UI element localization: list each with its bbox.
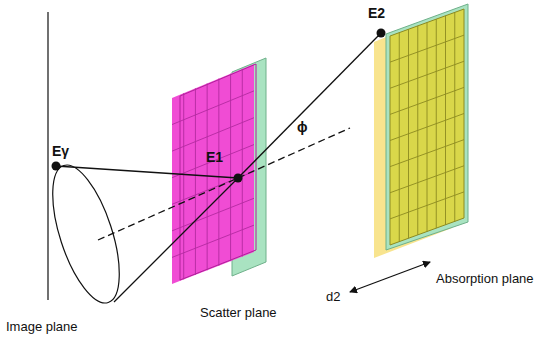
distance-label: d2 xyxy=(326,290,340,304)
grid-line xyxy=(230,74,231,261)
grid-line xyxy=(242,69,243,257)
energy-label: E2 xyxy=(368,6,385,21)
scattered-ray xyxy=(238,33,381,178)
grid-line xyxy=(454,12,455,221)
grid-line xyxy=(390,114,464,141)
scatter-detector xyxy=(172,58,266,284)
image-plane-line xyxy=(47,12,48,300)
energy-label: Eγ xyxy=(52,144,69,159)
grid-line xyxy=(172,91,254,125)
cone-edge xyxy=(114,178,238,302)
absorber-face xyxy=(390,9,464,245)
cone-axis-extension xyxy=(238,128,350,178)
pixel-grid xyxy=(172,12,464,279)
cone-axis xyxy=(98,178,238,240)
grid-line xyxy=(207,83,208,270)
grid-line xyxy=(195,88,196,275)
grid-line xyxy=(390,140,464,167)
gamma-source-dot xyxy=(52,162,61,171)
cone-ellipse xyxy=(39,157,133,310)
grid-line xyxy=(436,19,437,228)
grid-line xyxy=(445,16,446,225)
angle-label: ϕ xyxy=(297,120,308,135)
grid-line xyxy=(183,93,184,279)
grid-line xyxy=(218,79,219,266)
plane-label: Image plane xyxy=(6,320,78,334)
energy-label: E1 xyxy=(206,150,223,165)
grid-line xyxy=(390,166,464,193)
plane-label: Absorption plane xyxy=(436,272,534,286)
grid-line xyxy=(172,118,254,151)
grid-line xyxy=(172,145,254,178)
absorption-detector xyxy=(374,4,468,258)
scatter-point-dot xyxy=(234,174,243,183)
grid-line xyxy=(390,192,464,219)
grid-line xyxy=(172,225,254,257)
absorption-point-dot xyxy=(377,29,386,38)
gamma-ray-line xyxy=(56,166,238,178)
plane-label: Scatter plane xyxy=(200,306,277,320)
absorber-frame xyxy=(386,4,468,250)
distance-arrow xyxy=(350,262,430,292)
